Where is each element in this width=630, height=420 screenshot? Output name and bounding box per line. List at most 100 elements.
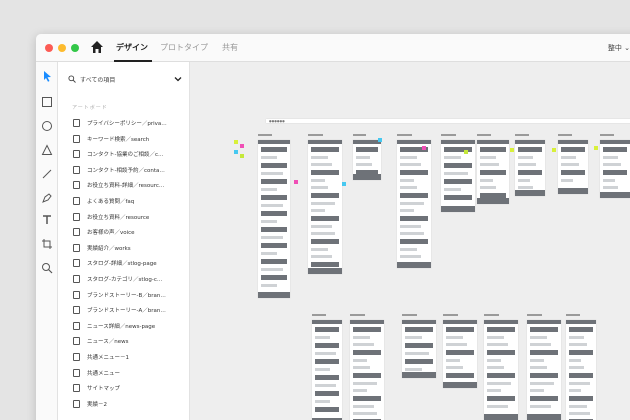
artboard-thumbnail[interactable] [515,140,545,196]
close-window-button[interactable] [45,44,53,52]
comment-marker[interactable] [240,144,244,148]
artboard-footer-block [402,372,436,378]
artboard-list: プライバシーポリシー／priva…キーワード検索／search コンタクト-協業の… [58,116,190,412]
design-canvas[interactable]: ●●●●●● [190,62,630,420]
artboard-content-block [261,179,287,184]
artboard-footer-block [397,262,431,268]
layer-filter-label: すべての項目 [80,77,116,84]
artboard-footer-block [258,292,290,298]
artboard-thumbnail[interactable] [353,140,381,180]
comment-marker[interactable] [422,146,426,150]
list-item[interactable]: ニュース詳細／news-page [58,319,190,335]
list-item[interactable]: 共通メニュー－1 [58,350,190,366]
select-tool-icon[interactable] [41,70,53,82]
comment-marker[interactable] [594,146,598,150]
artboard-thumbnail[interactable] [566,320,596,420]
artboard-title [397,134,412,136]
url-bar-artboard[interactable]: ●●●●●● [266,119,630,123]
minimize-window-button[interactable] [58,44,66,52]
artboard-label: コンタクト-協業のご相談／c… [87,152,164,159]
list-item[interactable]: スタログ-カテゴリ／stlog-c… [58,272,190,288]
artboard-content-block [446,373,474,378]
list-item[interactable]: サイトマップ [58,381,190,397]
list-item[interactable]: ブランドストーリー-B／bran… [58,288,190,304]
rectangle-tool-icon[interactable] [41,96,53,108]
artboard-header-block [443,320,477,324]
list-item[interactable]: コンタクト-相談予約／conta… [58,163,190,179]
artboard-content-block [353,350,381,355]
list-item[interactable]: お役立ち資料／resource [58,210,190,226]
artboard-icon [73,228,80,237]
artboard-thumbnail[interactable] [350,320,384,420]
comment-marker[interactable] [342,182,346,186]
artboard-content-block [353,396,381,401]
list-item[interactable]: コンタクト-協業のご相談／c… [58,147,190,163]
chevron-down-icon[interactable] [173,74,183,84]
artboard-content-block [530,405,551,408]
artboard-tool-icon[interactable] [41,238,53,250]
artboard-content-block [261,163,287,168]
maximize-window-button[interactable] [71,44,79,52]
list-item[interactable]: 実績－2 [58,397,190,413]
artboard-content-block [569,327,593,332]
artboard-content-block [261,204,283,207]
artboard-icon [73,306,80,315]
comment-marker[interactable] [294,180,298,184]
list-item[interactable]: 共通メニュー [58,366,190,382]
artboard-thumbnail[interactable] [443,320,477,388]
list-item[interactable]: お役立ち資料-詳細／resourc… [58,178,190,194]
artboard-thumbnail[interactable] [441,140,475,212]
list-item[interactable]: 実績紹介／works [58,241,190,257]
artboard-thumbnail[interactable] [527,320,561,420]
artboard-thumbnail[interactable] [477,140,509,204]
artboard-thumbnail[interactable] [308,140,342,274]
comment-marker[interactable] [552,148,556,152]
list-item[interactable]: よくある質問／faq [58,194,190,210]
tab-design[interactable]: デザイン [116,43,148,52]
list-item[interactable]: プライバシーポリシー／priva… [58,116,190,132]
artboard-content-block [405,359,433,364]
artboard-content-block [261,252,277,255]
artboard-thumbnail[interactable] [312,320,342,420]
line-tool-icon[interactable] [41,168,53,180]
artboard-thumbnail[interactable] [600,140,630,198]
comment-marker[interactable] [378,138,382,142]
tab-share[interactable]: 共有 [222,43,238,52]
artboard-label: 共通メニュー－1 [87,354,129,361]
artboard-thumbnail[interactable] [484,320,518,420]
comment-marker[interactable] [510,148,514,152]
artboard-content-block [480,170,506,175]
list-item[interactable]: ブランドストーリー-A／bran… [58,303,190,319]
pen-tool-icon[interactable] [41,192,53,204]
artboard-content-block [569,343,587,346]
status-indicator[interactable]: 整中 ⌄ [607,44,630,52]
artboard-thumbnail[interactable] [558,140,588,194]
artboard-content-block [446,366,463,369]
list-item[interactable]: お客様の声／voice [58,225,190,241]
artboard-content-block [311,255,332,258]
text-tool-icon[interactable] [41,214,53,226]
list-item[interactable]: キーワード検索／search [58,132,190,148]
comment-marker[interactable] [464,150,468,154]
artboard-content-block [569,389,581,392]
list-item[interactable]: ニュース／news [58,334,190,350]
artboard-content-block [444,172,468,175]
list-item[interactable]: スタログ-詳細／stlog-page [58,256,190,272]
comment-marker[interactable] [234,140,238,144]
artboard-content-block [261,188,277,191]
layer-filter-dropdown[interactable]: すべての項目 [58,70,190,90]
ellipse-tool-icon[interactable] [41,120,53,132]
artboard-thumbnail[interactable] [402,320,436,378]
artboard-thumbnail[interactable] [397,140,431,268]
artboard-title [477,134,491,136]
zoom-tool-icon[interactable] [41,262,53,274]
home-icon[interactable] [90,40,104,54]
tab-prototype[interactable]: プロトタイプ [160,43,208,52]
polygon-tool-icon[interactable] [41,144,53,156]
artboard-thumbnail[interactable] [258,140,290,298]
artboard-label: お役立ち資料／resource [87,214,150,221]
artboard-content-block [400,232,424,235]
comment-marker[interactable] [240,154,244,158]
artboard-content-block [315,336,330,339]
comment-marker[interactable] [234,150,238,154]
